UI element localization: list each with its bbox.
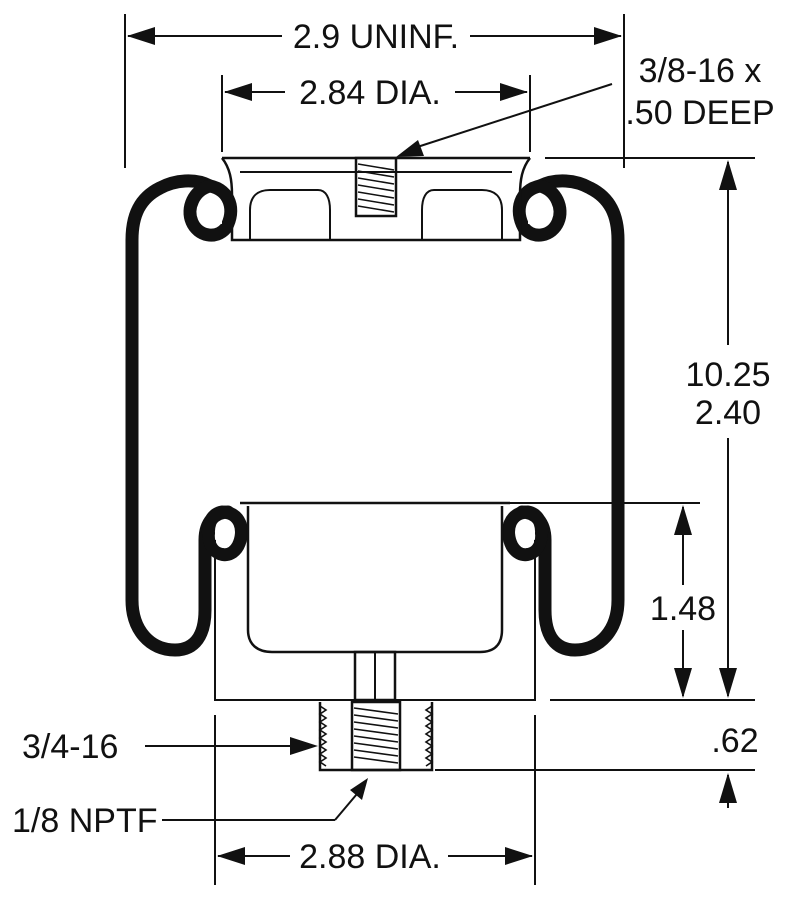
port-thread-label: 1/8 NPTF (12, 802, 157, 840)
top-thread-label-line2: .50 DEEP (625, 94, 774, 132)
stud-thread-label: 3/4-16 (22, 728, 118, 766)
rubber-bellow (125, 174, 625, 657)
overall-width-label: 2.9 UNINF. (293, 18, 459, 56)
piston-diameter-dimension: 2.88 DIA. (217, 838, 533, 876)
top-thread-label-line1: 3/8-16 x (639, 52, 762, 90)
piston-diameter-label: 2.88 DIA. (299, 838, 441, 876)
height-label-line1: 10.25 (685, 356, 770, 394)
extension-lines (124, 14, 755, 885)
piston-height-label: 1.48 (650, 590, 716, 628)
port-thread-callout: 1/8 NPTF (12, 778, 368, 840)
stud-thread-callout: 3/4-16 (22, 728, 318, 766)
piston (214, 501, 536, 702)
overall-width-dimension: 2.9 UNINF. (127, 18, 622, 56)
mounting-stud (318, 700, 434, 772)
stud-length-dimension: .62 (711, 722, 759, 808)
top-thread-callout: 3/8-16 x .50 DEEP (396, 52, 775, 157)
top-plate-diameter-dimension: 2.84 DIA. (224, 74, 528, 112)
top-thread-hatch (357, 163, 395, 213)
height-label-line2: 2.40 (695, 394, 761, 432)
top-bead-plate (221, 156, 531, 242)
port-thread-hatch (353, 707, 399, 764)
overall-height-dimension: 10.25 2.40 (685, 160, 771, 698)
stud-length-label: .62 (711, 722, 758, 760)
piston-height-dimension: 1.48 (650, 505, 716, 698)
top-plate-diameter-label: 2.84 DIA. (299, 74, 441, 112)
